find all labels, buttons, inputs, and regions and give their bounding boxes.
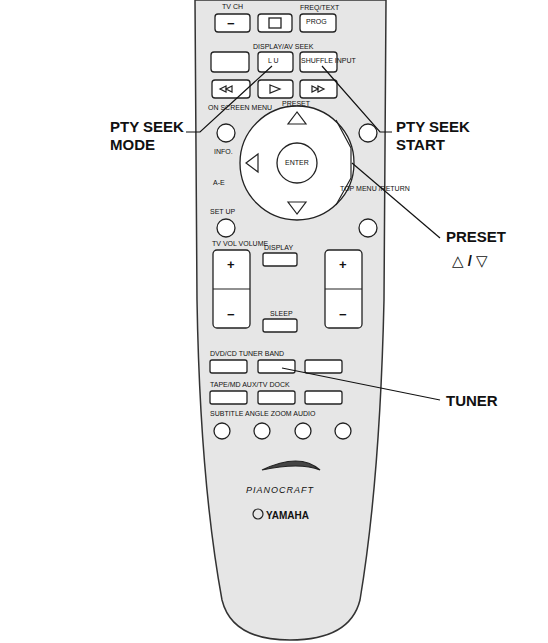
button-label: − [227, 308, 235, 322]
button-label: A-E [213, 179, 225, 187]
button-label: − [227, 17, 235, 31]
button-label: ON SCREEN MENU [208, 104, 272, 112]
callout-label: TUNER [446, 392, 498, 410]
button-label: ENTER [285, 159, 309, 167]
button-label: INFO. [214, 148, 233, 156]
button-label: SHUFFLE INPUT [301, 57, 356, 65]
button-label: PIANOCRAFT [246, 486, 314, 496]
button-label: TOP MENU /RETURN [340, 185, 410, 193]
button-label: YAMAHA [266, 510, 309, 521]
button-label: SUBTITLE ANGLE ZOOM AUDIO [210, 410, 315, 418]
button-label: TV CH [222, 3, 243, 11]
callout-label: PTY SEEK START [396, 118, 496, 154]
callout-label: △ / ▽ [452, 252, 488, 270]
button-label: − [339, 308, 347, 322]
button-label: DISPLAY [264, 244, 293, 252]
callout-label: PTY SEEK MODE [110, 118, 202, 154]
button-label: + [339, 258, 347, 272]
button-label: DISPLAY/AV SEEK [253, 43, 313, 51]
button-label: L U [268, 57, 279, 65]
button-label: SLEEP [270, 310, 293, 318]
button-label: PRESET [282, 100, 310, 108]
button-label: TV VOL VOLUME [212, 240, 268, 248]
button-label: + [227, 258, 235, 272]
button-label: PROG [306, 18, 327, 26]
button-label: DVD/CD TUNER BAND [210, 350, 284, 358]
button-label: SET UP [210, 208, 235, 216]
callout-label: PRESET [446, 228, 506, 246]
button-label: TAPE/MD AUX/TV DOCK [210, 381, 290, 389]
button-label: FREQ/TEXT [300, 4, 339, 12]
